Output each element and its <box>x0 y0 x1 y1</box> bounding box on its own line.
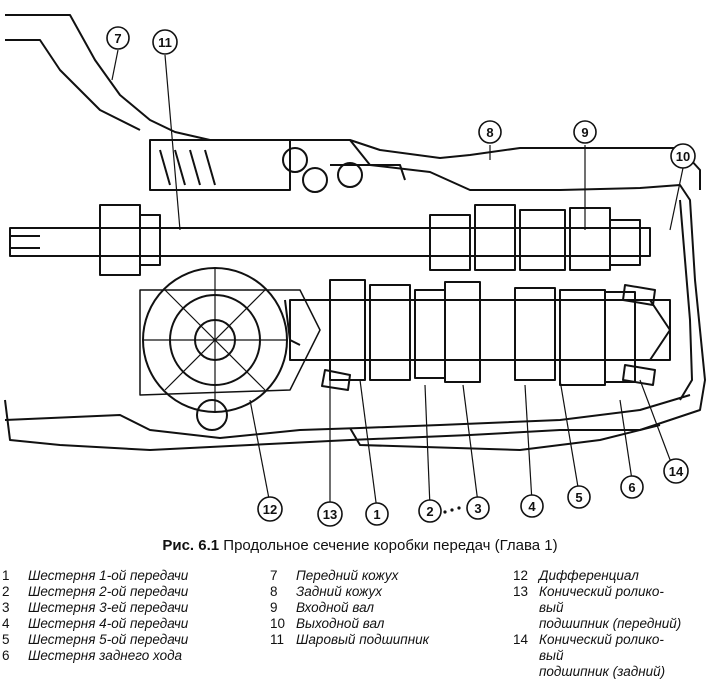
legend-column-2: 7 Передний кожух 8 Задний кожух 9 Входной в… <box>270 568 500 648</box>
figure-label: Рис. 6.1 <box>162 537 220 554</box>
legend-number: 2 <box>2 584 10 599</box>
legend-item: 10 Выходной вал <box>270 616 500 632</box>
legend-number: 13 <box>513 584 529 599</box>
legend-text: Шестерня 4-ой передачи <box>28 616 189 631</box>
svg-text:2: 2 <box>426 504 433 519</box>
callout-10: 10 <box>670 143 696 169</box>
callout-9: 9 <box>573 120 597 144</box>
legend-number: 6 <box>2 648 10 663</box>
legend-number: 5 <box>2 632 10 647</box>
gearbox-cross-section-drawing: 7 11 8 9 10 14 6 5 4 3 2 1 13 12 <box>4 14 706 527</box>
legend-number: 14 <box>513 632 529 647</box>
legend-number: 7 <box>270 568 278 583</box>
legend-number: 11 <box>270 632 285 647</box>
svg-text:5: 5 <box>575 490 582 505</box>
callout-13: 13 <box>317 501 343 527</box>
legend-text: Шестерня 2-ой передачи <box>28 584 189 599</box>
svg-text:12: 12 <box>263 502 277 517</box>
svg-text:4: 4 <box>528 499 536 514</box>
svg-text:1: 1 <box>373 507 380 522</box>
legend-text: Выходной вал <box>296 616 385 631</box>
legend-number: 12 <box>513 568 529 583</box>
svg-text:11: 11 <box>158 35 172 50</box>
legend-item: 5 Шестерня 5-ой передачи <box>2 632 252 648</box>
legend-number: 3 <box>2 600 10 615</box>
svg-text:9: 9 <box>581 125 588 140</box>
legend-item: 13 Конический ролико- вый подшипник (пере… <box>513 584 718 632</box>
svg-text:13: 13 <box>323 507 337 522</box>
legend-item: 1 Шестерня 1-ой передачи <box>2 568 252 584</box>
legend-number: 10 <box>270 616 286 631</box>
legend-text: Конический ролико- вый подшипник (задний… <box>539 632 666 679</box>
callout-2: 2 <box>418 499 442 523</box>
callout-3: 3 <box>466 496 490 520</box>
callout-14: 14 <box>663 458 689 484</box>
callout-12: 12 <box>257 496 283 522</box>
bearing-14 <box>622 284 656 386</box>
legend-number: 8 <box>270 584 278 599</box>
legend-text: Шестерня 5-ой передачи <box>28 632 189 647</box>
svg-text:10: 10 <box>676 149 690 164</box>
legend-item: 3 Шестерня 3-ей передачи <box>2 600 252 616</box>
legend-number: 9 <box>270 600 278 615</box>
svg-text:14: 14 <box>669 464 684 479</box>
svg-text:7: 7 <box>114 31 121 46</box>
callout-1: 1 <box>365 502 389 526</box>
legend-text: Шестерня 1-ой передачи <box>28 568 189 583</box>
callout-5: 5 <box>567 485 591 509</box>
legend-text: Шестерня заднего хода <box>28 648 183 663</box>
bearing-13 <box>321 369 351 391</box>
callout-4: 4 <box>520 494 544 518</box>
legend-number: 1 <box>2 568 10 583</box>
legend-item: 6 Шестерня заднего хода <box>2 648 252 664</box>
svg-text:3: 3 <box>474 501 481 516</box>
figure-title: Продольное сечение коробки передач (Глав… <box>223 537 558 554</box>
legend-item: 9 Входной вал <box>270 600 500 616</box>
legend-column-1: 1 Шестерня 1-ой передачи 2 Шестерня 2-ой п… <box>2 568 252 664</box>
legend-text: Шестерня 3-ей передачи <box>28 600 189 615</box>
legend-text: Дифференциал <box>539 568 639 583</box>
legend-text: Задний кожух <box>296 584 382 599</box>
figure-caption: Рис. 6.1 Продольное сечение коробки пере… <box>0 537 720 554</box>
legend-item: 4 Шестерня 4-ой передачи <box>2 616 252 632</box>
legend-item: 14 Конический ролико- вый подшипник (задн… <box>513 632 718 680</box>
legend-text: Входной вал <box>296 600 375 615</box>
legend-text: Шаровый подшипник <box>296 632 430 647</box>
legend-item: 8 Задний кожух <box>270 584 500 600</box>
rear-housing <box>4 139 706 451</box>
legend-text: Конический ролико- вый подшипник (передн… <box>539 584 682 631</box>
legend-item: 7 Передний кожух <box>270 568 500 584</box>
callout-8: 8 <box>478 120 502 144</box>
legend-text: Передний кожух <box>296 568 399 583</box>
legend-number: 4 <box>2 616 10 631</box>
svg-text:8: 8 <box>486 125 493 140</box>
callout-7: 7 <box>106 26 130 50</box>
callout-6: 6 <box>620 475 644 499</box>
callout-11: 11 <box>152 29 178 55</box>
legend-item: 2 Шестерня 2-ой передачи <box>2 584 252 600</box>
legend-item: 12 Дифференциал <box>513 568 718 584</box>
svg-text:6: 6 <box>628 480 635 495</box>
legend-item: 11 Шаровый подшипник <box>270 632 500 648</box>
input-shaft <box>9 227 651 257</box>
